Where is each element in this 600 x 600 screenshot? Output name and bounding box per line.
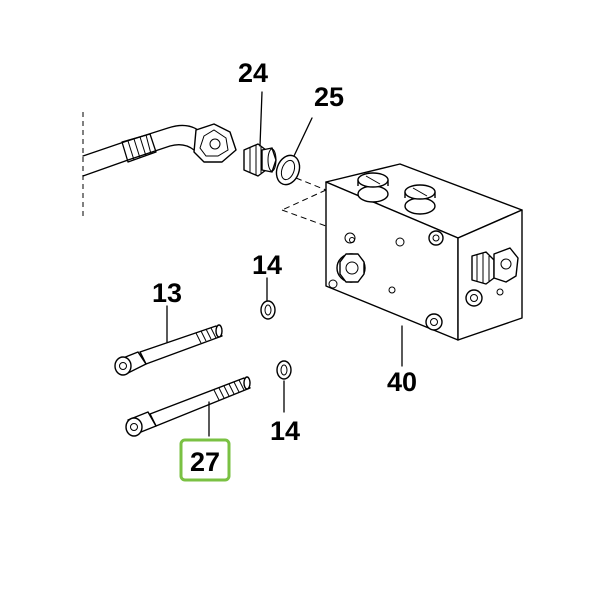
part-13-cap-screw[interactable]	[114, 305, 223, 376]
part-40-valve-block[interactable]	[325, 163, 523, 367]
top-plug-right	[404, 184, 436, 215]
port-hole	[496, 288, 504, 296]
part-label-25[interactable]: 25	[314, 82, 344, 112]
part-14-washer-lower[interactable]	[276, 360, 292, 413]
part-label-14-upper[interactable]: 14	[252, 250, 282, 280]
port-hole	[465, 289, 483, 307]
part-27-cap-screw[interactable]	[125, 376, 251, 437]
part-label-40[interactable]: 40	[387, 367, 417, 397]
highlight-box-27[interactable]	[179, 438, 231, 482]
part-label-27[interactable]: 27	[190, 447, 220, 477]
leader-24	[259, 91, 263, 147]
hydraulic-tube[interactable]	[82, 112, 237, 220]
assembly-guide-lines	[281, 177, 327, 227]
top-plug-left	[357, 172, 389, 203]
leader-25	[293, 117, 313, 157]
front-plug	[336, 253, 366, 283]
tube-ferrule	[121, 133, 157, 163]
tube-nut	[193, 123, 237, 163]
side-fitting	[471, 247, 519, 285]
port-hole	[344, 232, 356, 244]
part-label-24[interactable]: 24	[238, 58, 268, 88]
part-label-13[interactable]: 13	[152, 278, 182, 308]
port-hole	[395, 237, 405, 247]
part-24-fitting[interactable]	[243, 91, 277, 177]
port-hole	[425, 313, 443, 331]
part-label-14-lower[interactable]: 14	[270, 416, 300, 446]
part-25-o-ring[interactable]	[273, 117, 313, 188]
port-hole	[328, 279, 338, 289]
port-hole	[388, 286, 396, 294]
port-hole	[428, 230, 444, 246]
part-14-washer-upper[interactable]	[260, 277, 276, 320]
